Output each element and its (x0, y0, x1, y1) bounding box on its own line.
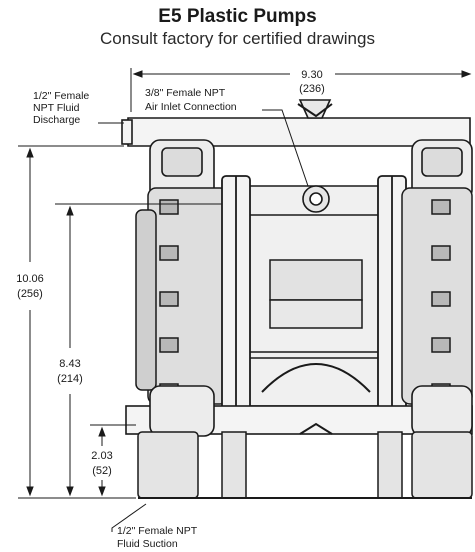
svg-text:(256): (256) (17, 288, 43, 300)
drawing-subtitle: Consult factory for certified drawings (100, 29, 375, 48)
discharge-height-label: 8.43 (214) (57, 358, 83, 385)
svg-text:1/2" Female: 1/2" Female (33, 90, 89, 102)
suction-height-dimension-line (90, 424, 136, 497)
svg-text:2.03: 2.03 (91, 450, 112, 462)
fluid-discharge-callout: 1/2" Female NPT Fluid Discharge (33, 90, 89, 126)
svg-text:Air Inlet Connection: Air Inlet Connection (145, 101, 237, 113)
suction-height-label: 2.03 (52) (91, 450, 112, 477)
overall-height-label: 10.06 (256) (16, 273, 44, 300)
leader-lines (98, 109, 309, 532)
svg-text:3/8" Female NPT: 3/8" Female NPT (145, 87, 226, 99)
svg-text:(236): (236) (299, 83, 325, 95)
center-section (239, 185, 381, 407)
fluid-suction-callout: 1/2" Female NPT Fluid Suction (117, 525, 198, 550)
drawing-title: E5 Plastic Pumps (158, 6, 317, 27)
top-port-housings (149, 139, 473, 201)
width-dimension-line (130, 68, 472, 112)
svg-text:1/2" Female NPT: 1/2" Female NPT (117, 525, 198, 537)
svg-text:NPT Fluid: NPT Fluid (33, 102, 80, 114)
air-inlet-callout: 3/8" Female NPT Air Inlet Connection (145, 87, 237, 113)
bottom-port-housings (149, 385, 473, 437)
svg-text:Discharge: Discharge (33, 114, 80, 126)
svg-text:8.43: 8.43 (59, 358, 80, 370)
overall-height-dimension-line (18, 145, 136, 499)
discharge-height-dimension-line (55, 203, 222, 497)
svg-text:9.30: 9.30 (301, 69, 322, 81)
width-dimension-label: 9.30 (236) (299, 69, 325, 95)
air-inlet-fitting (302, 185, 330, 213)
svg-text:Fluid Suction: Fluid Suction (117, 538, 178, 550)
left-fluid-cover (135, 187, 229, 405)
right-fluid-cover (401, 187, 473, 405)
pump-feet (137, 431, 473, 499)
svg-text:(52): (52) (92, 465, 112, 477)
svg-text:10.06: 10.06 (16, 273, 44, 285)
left-diaphragm-clamp (221, 175, 251, 427)
svg-text:(214): (214) (57, 373, 83, 385)
